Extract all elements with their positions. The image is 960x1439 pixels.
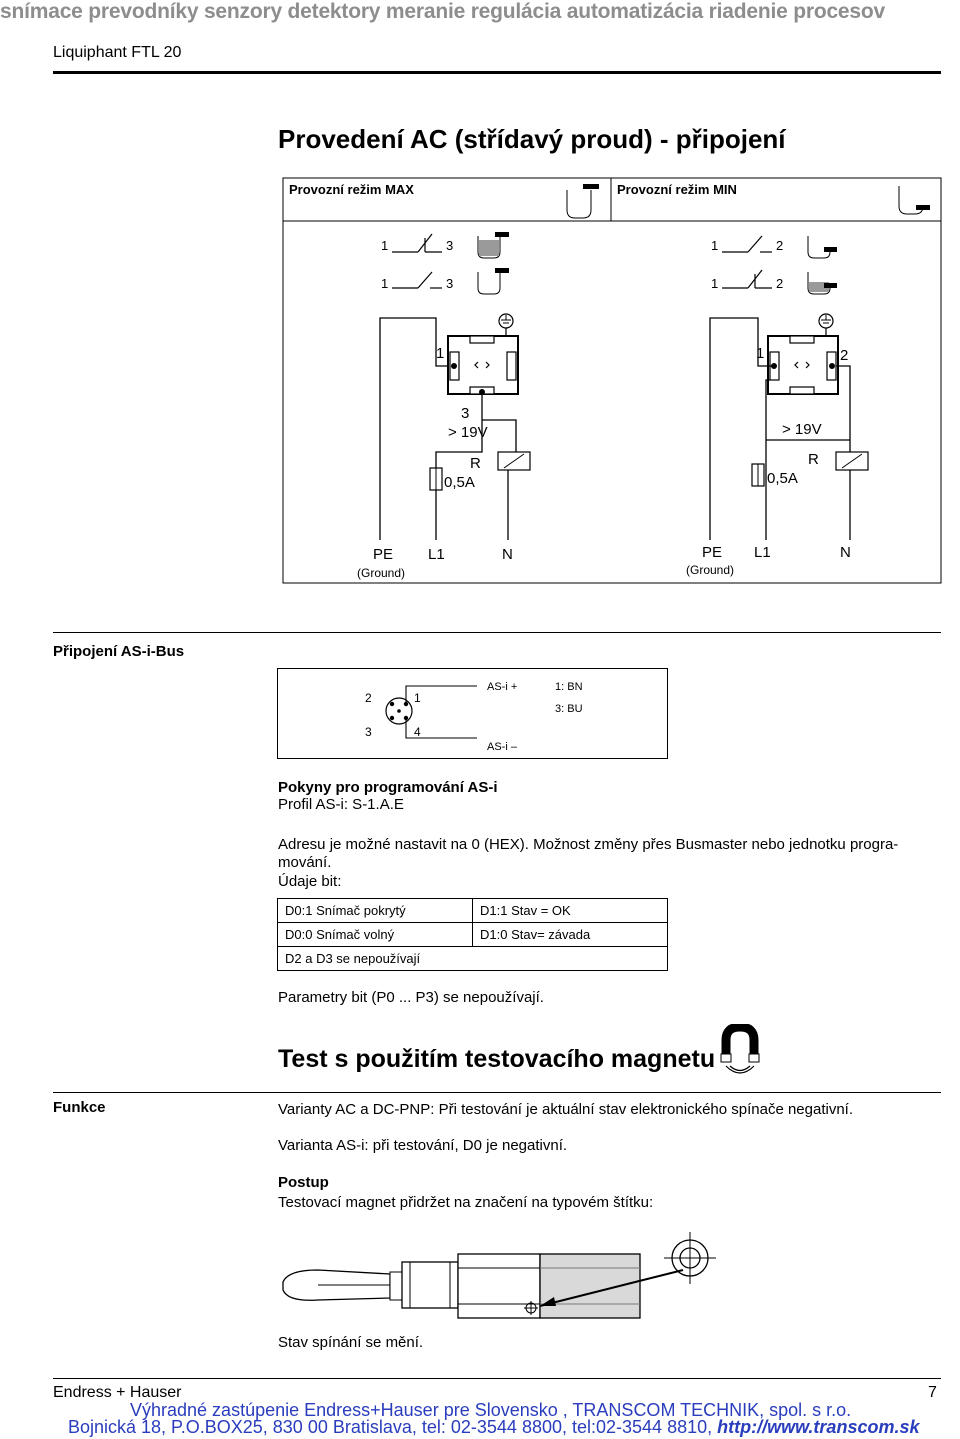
- min-sw1-b: 2: [776, 238, 783, 253]
- section-rule: [53, 1092, 941, 1093]
- max-switch-closed: [392, 232, 509, 259]
- min-sw2-a: 1: [711, 276, 718, 291]
- distributor-banner: snímace prevodníky senzory detektory mer…: [0, 0, 886, 23]
- asi-address-text-2: mování.: [278, 854, 332, 871]
- max-sw1-b: 3: [446, 238, 453, 253]
- min-relay: R: [808, 451, 819, 468]
- asi-data-bits-table: D0:1 Snímač pokrytý D1:1 Stav = OK D0:0 …: [277, 898, 668, 971]
- page-title: Provedení AC (střídavý proud) - připojen…: [278, 124, 786, 154]
- page-number: 7: [928, 1384, 937, 1401]
- max-l1: L1: [428, 546, 445, 563]
- asi-plus-label: AS-i +: [487, 681, 517, 693]
- test-magnet-title: Test s použitím testovacího magnetu: [278, 1045, 716, 1073]
- function-label: Funkce: [53, 1099, 106, 1116]
- max-fuse: 0,5A: [444, 474, 475, 491]
- max-pe: PE: [373, 546, 393, 563]
- asi-connector-diagram: 2 1 3 4 AS-i + AS-i – 1: BN 3: BU: [277, 668, 668, 759]
- min-voltage: > 19V: [782, 421, 822, 438]
- asi-minus-label: AS-i –: [487, 741, 518, 753]
- table-cell: D1:0 Stav= závada: [472, 922, 668, 947]
- max-term-3: 3: [461, 405, 469, 422]
- header-rule: [53, 71, 941, 74]
- min-pe: PE: [702, 544, 722, 561]
- min-level-icon: [898, 186, 930, 215]
- magnet-icon: [720, 1024, 760, 1074]
- procedure-text: Testovací magnet přidržet na značení na …: [278, 1194, 654, 1211]
- mode-max-label: Provozní režim MAX: [289, 182, 414, 197]
- asi-params-note: Parametry bit (P0 ... P3) se nepoužívají…: [278, 989, 544, 1006]
- table-cell: D2 a D3 se nepoužívají: [277, 946, 668, 971]
- variant-asi-text: Varianta AS-i: při testování, D0 je nega…: [278, 1137, 568, 1154]
- mode-min-label: Provozní režim MIN: [617, 182, 737, 197]
- min-fuse: 0,5A: [767, 470, 798, 487]
- min-sw2-b: 2: [776, 276, 783, 291]
- asi-data-bits-label: Údaje bit:: [278, 873, 342, 890]
- max-n: N: [502, 546, 513, 563]
- asi-profile: Profil AS-i: S-1.A.E: [278, 796, 404, 813]
- result-text: Stav spínání se mění.: [278, 1334, 424, 1351]
- table-cell: D0:0 Snímač volný: [277, 922, 473, 947]
- min-term-2: 2: [840, 347, 848, 364]
- ac-wiring-diagram: 1 3 1 3 1 2 1 2: [282, 177, 942, 584]
- max-sw2-a: 1: [381, 276, 388, 291]
- pin-4: 4: [414, 725, 421, 739]
- running-head: Liquiphant FTL 20: [53, 44, 182, 61]
- max-wiring: [379, 313, 531, 540]
- wire-1-color: 1: BN: [555, 681, 583, 693]
- table-row: D2 a D3 se nepoužívají: [277, 946, 668, 971]
- min-l1: L1: [754, 544, 771, 561]
- distributor-line-1: Výhradné zastúpenie Endress+Hauser pre S…: [130, 1400, 852, 1420]
- footer-company: Endress + Hauser: [53, 1384, 182, 1401]
- section-rule: [53, 632, 941, 633]
- table-cell: D1:1 Stav = OK: [472, 898, 668, 923]
- table-row: D0:1 Snímač pokrytý D1:1 Stav = OK: [277, 898, 668, 923]
- max-ground: (Ground): [357, 566, 405, 580]
- distributor-url-link[interactable]: http://www.transcom.sk: [717, 1417, 920, 1437]
- max-relay: R: [470, 455, 481, 472]
- asi-address-text-1: Adresu je možné nastavit na 0 (HEX). Mož…: [278, 836, 899, 853]
- max-sw2-b: 3: [446, 276, 453, 291]
- max-switch-open: [392, 268, 509, 295]
- distributor-address: Bojnická 18, P.O.BOX25, 830 00 Bratislav…: [68, 1417, 713, 1437]
- procedure-title: Postup: [278, 1174, 329, 1191]
- asi-programming-title: Pokyny pro programování AS-i: [278, 779, 498, 796]
- max-level-icon: [566, 184, 599, 219]
- table-row: D0:0 Snímač volný D1:0 Stav= závada: [277, 922, 668, 947]
- sensor-illustration: [282, 1232, 716, 1319]
- wire-3-color: 3: BU: [555, 703, 583, 715]
- variant-ac-text: Varianty AC a DC-PNP: Při testování je a…: [278, 1101, 854, 1118]
- max-sw1-a: 1: [381, 238, 388, 253]
- min-switch-closed: [722, 269, 837, 295]
- table-cell: D0:1 Snímač pokrytý: [277, 898, 473, 923]
- pin-3: 3: [365, 725, 372, 739]
- max-voltage: > 19V: [448, 424, 488, 441]
- min-term-1: 1: [756, 345, 764, 362]
- distributor-line-2: Bojnická 18, P.O.BOX25, 830 00 Bratislav…: [68, 1417, 919, 1438]
- pin-1: 1: [414, 691, 421, 705]
- min-wiring: [709, 313, 869, 540]
- max-term-1: 1: [436, 345, 444, 362]
- asi-section-title: Připojení AS-i-Bus: [53, 643, 185, 660]
- footer-rule: [53, 1378, 941, 1379]
- min-switch-open: [722, 235, 837, 259]
- min-n: N: [840, 544, 851, 561]
- min-sw1-a: 1: [711, 238, 718, 253]
- min-ground: (Ground): [686, 563, 734, 577]
- pin-2: 2: [365, 691, 372, 705]
